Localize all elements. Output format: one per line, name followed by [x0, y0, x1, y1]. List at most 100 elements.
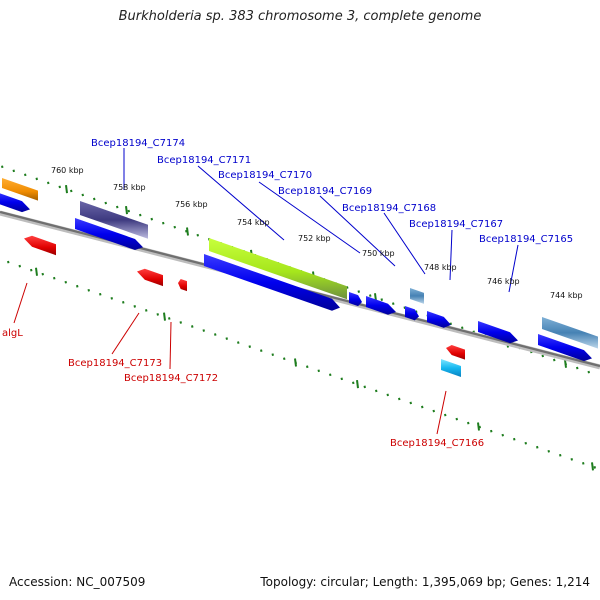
minor-tick	[317, 369, 320, 373]
gene-label-reverse: Bcep18194_C7172	[124, 373, 218, 384]
minor-tick	[501, 433, 504, 437]
minor-tick	[7, 260, 10, 264]
minor-tick	[214, 333, 217, 336]
minor-tick	[162, 221, 165, 225]
minor-tick	[150, 217, 153, 221]
gene-label-forward: Bcep18194_C7169	[278, 186, 372, 197]
gene-block-red	[178, 278, 187, 292]
minor-tick	[559, 453, 562, 457]
accession-text: Accession: NC_007509	[9, 575, 146, 589]
minor-tick	[380, 298, 383, 301]
minor-tick	[41, 272, 44, 276]
minor-tick	[133, 305, 136, 308]
minor-tick	[329, 373, 332, 377]
gene-block-green	[209, 238, 347, 300]
gene-label-forward: Bcep18194_C7174	[91, 138, 185, 149]
minor-tick	[306, 365, 309, 369]
major-tick	[356, 380, 359, 389]
leader-line	[169, 321, 172, 370]
scale-tick-label: 748 kbp	[424, 263, 457, 272]
minor-tick	[202, 329, 205, 332]
leader-line	[197, 165, 285, 241]
minor-tick	[87, 288, 90, 292]
map-title: Burkholderia sp. 383 chromosome 3, compl…	[118, 9, 482, 24]
gene-block	[75, 218, 143, 250]
minor-tick	[398, 397, 401, 401]
minor-tick	[104, 201, 107, 205]
minor-tick	[392, 302, 395, 305]
minor-tick	[30, 268, 33, 272]
leader-line	[111, 312, 140, 355]
minor-tick	[570, 458, 573, 461]
minor-tick	[145, 309, 148, 312]
minor-tick	[283, 357, 286, 361]
minor-tick	[593, 466, 596, 469]
minor-tick	[191, 325, 194, 328]
scale-tick-label: 754 kbp	[237, 218, 270, 227]
gene-block-steel	[410, 288, 424, 304]
minor-tick	[352, 381, 355, 385]
gene-block-cyan	[441, 359, 461, 377]
minor-tick	[225, 337, 228, 340]
leader-line	[436, 390, 447, 435]
minor-tick	[110, 297, 113, 300]
scale-tick-label: 760 kbp	[51, 166, 84, 175]
gene-label-reverse: Bcep18194_C7173	[68, 358, 162, 369]
minor-tick	[386, 393, 389, 397]
gene-block	[427, 311, 451, 328]
major-tick	[163, 312, 166, 321]
gene-labels: Bcep18194_C7174Bcep18194_C7171Bcep18194_…	[2, 138, 573, 449]
minor-tick	[64, 280, 67, 284]
minor-tick	[346, 286, 349, 289]
gene-block	[366, 296, 396, 315]
minor-tick	[139, 213, 142, 217]
minor-tick	[467, 421, 470, 425]
minor-tick	[12, 169, 15, 173]
minor-tick	[58, 185, 61, 189]
minor-tick	[444, 413, 447, 417]
minor-tick	[173, 225, 176, 229]
scale-tick-label: 758 kbp	[113, 183, 146, 192]
gene-label-forward: Bcep18194_C7165	[479, 234, 573, 245]
gene-block-red	[24, 235, 56, 256]
minor-tick	[461, 326, 464, 330]
leader-line	[508, 244, 519, 293]
major-tick	[564, 359, 567, 368]
gene-block	[204, 254, 340, 311]
minor-tick	[81, 193, 84, 197]
gene-block	[405, 306, 419, 321]
scale-tick-label: 746 kbp	[487, 277, 520, 286]
minor-tick	[576, 366, 579, 370]
minor-tick	[524, 441, 527, 445]
major-tick	[186, 227, 189, 236]
gene-label-forward: Bcep18194_C7167	[409, 219, 503, 230]
label-leaders	[13, 148, 519, 435]
minor-tick	[93, 197, 96, 201]
minor-tick	[587, 370, 590, 374]
major-tick	[35, 267, 38, 276]
minor-tick	[53, 276, 56, 280]
minor-tick	[248, 345, 251, 348]
gene-block	[349, 292, 362, 307]
minor-tick	[24, 173, 27, 177]
genome-summary-text: Topology: circular; Length: 1,395,069 bp…	[260, 575, 590, 589]
gene-label-forward: Bcep18194_C7170	[218, 170, 312, 181]
scale-tick-label: 756 kbp	[175, 200, 208, 209]
gene-block-red	[137, 268, 163, 287]
gene-block-red	[446, 344, 465, 360]
minor-tick	[541, 354, 544, 358]
minor-tick	[179, 321, 182, 324]
minor-tick	[449, 322, 452, 326]
minor-tick	[478, 425, 481, 429]
major-tick	[125, 205, 128, 215]
minor-tick	[363, 385, 366, 389]
gene-block-purple	[80, 201, 148, 239]
major-tick	[591, 462, 594, 471]
minor-tick	[375, 389, 378, 393]
minor-tick	[455, 417, 458, 421]
gene-block	[538, 334, 592, 362]
minor-tick	[409, 401, 412, 405]
minor-tick	[116, 205, 119, 209]
